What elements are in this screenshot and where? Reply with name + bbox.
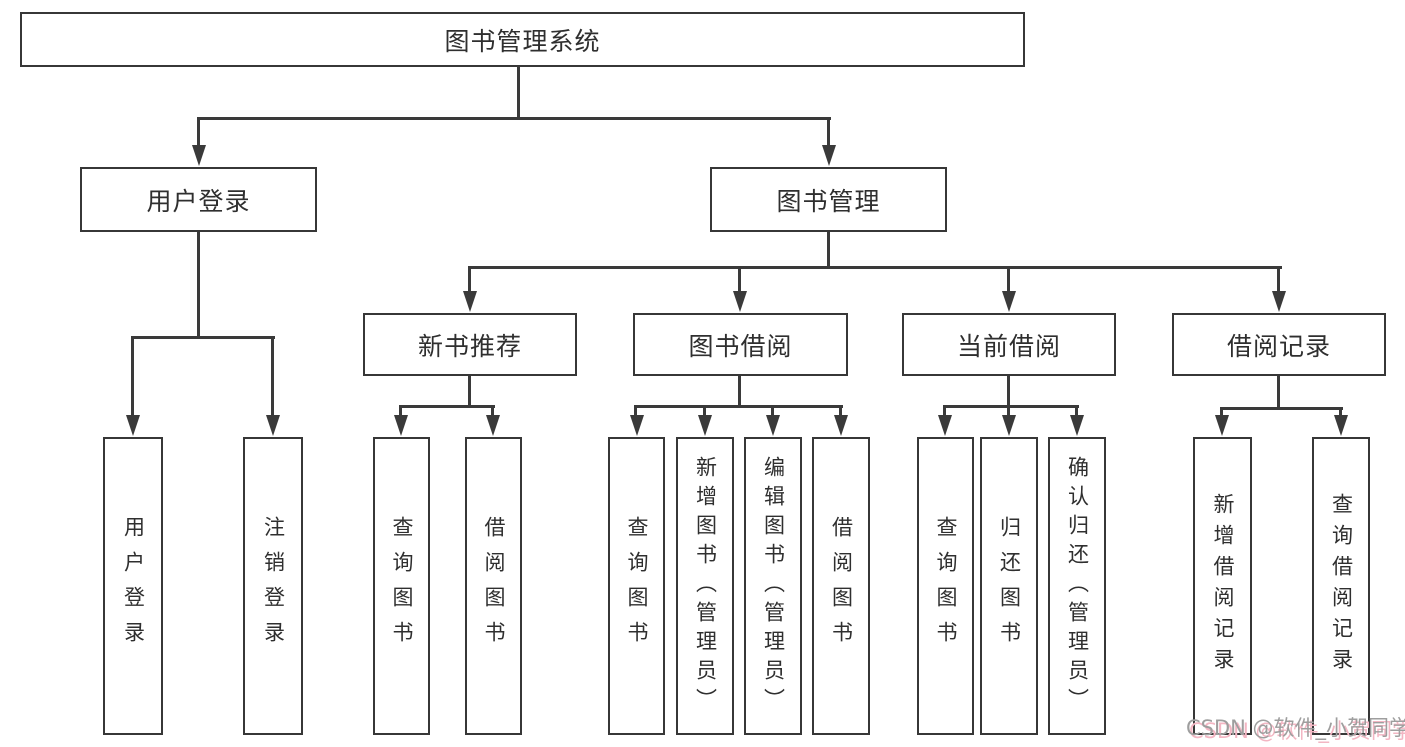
connector-line bbox=[738, 376, 741, 408]
leaf-logout: 注销登录 bbox=[243, 437, 303, 735]
leaf-current-query-books: 查询图书 bbox=[917, 437, 974, 735]
arrowhead-down-icon bbox=[1002, 415, 1016, 436]
arrowhead-down-icon bbox=[1334, 415, 1348, 436]
connector-line bbox=[703, 405, 706, 420]
arrowhead-down-icon bbox=[630, 415, 644, 436]
leaf-borrow-borrow-books: 借阅图书 bbox=[812, 437, 870, 735]
arrowhead-down-icon bbox=[192, 145, 206, 166]
arrowhead-down-icon bbox=[938, 415, 952, 436]
connector-line bbox=[943, 405, 946, 420]
connector-line bbox=[491, 405, 494, 420]
node-new-book-recommend: 新书推荐 bbox=[363, 313, 577, 376]
arrowhead-down-icon bbox=[1070, 415, 1084, 436]
arrowhead-down-icon bbox=[486, 415, 500, 436]
leaf-records-query-record: 查询借阅记录 bbox=[1312, 437, 1370, 735]
arrowhead-down-icon bbox=[126, 415, 140, 436]
connector-line bbox=[131, 336, 275, 339]
connector-line bbox=[468, 376, 471, 408]
connector-line bbox=[634, 405, 843, 408]
connector-line bbox=[1007, 376, 1010, 408]
connector-line bbox=[271, 336, 274, 420]
leaf-records-add-record: 新增借阅记录 bbox=[1193, 437, 1252, 735]
connector-line bbox=[771, 405, 774, 420]
node-current-borrow: 当前借阅 bbox=[902, 313, 1116, 376]
leaf-borrow-edit-books-admin: 编辑图书（管理员） bbox=[744, 437, 802, 735]
arrowhead-down-icon bbox=[766, 415, 780, 436]
node-borrow-records: 借阅记录 bbox=[1172, 313, 1386, 376]
arrowhead-down-icon bbox=[463, 291, 477, 312]
connector-line bbox=[517, 66, 520, 120]
arrowhead-down-icon bbox=[1215, 415, 1229, 436]
connector-line bbox=[1339, 407, 1342, 420]
arrowhead-down-icon bbox=[1002, 291, 1016, 312]
connector-line bbox=[131, 336, 134, 420]
arrowhead-down-icon bbox=[834, 415, 848, 436]
connector-line bbox=[399, 405, 495, 408]
leaf-borrow-add-books-admin: 新增图书（管理员） bbox=[676, 437, 734, 735]
csdn-watermark: CSDN @软件_小贺同学 bbox=[1186, 716, 1405, 740]
leaf-recommend-query-books: 查询图书 bbox=[373, 437, 430, 735]
connector-line bbox=[827, 232, 830, 269]
leaf-current-return-books: 归还图书 bbox=[980, 437, 1038, 735]
connector-line bbox=[738, 266, 741, 295]
connector-line bbox=[399, 405, 402, 420]
connector-line bbox=[468, 266, 1282, 269]
connector-line bbox=[1277, 266, 1280, 295]
leaf-current-confirm-return-admin: 确认归还（管理员） bbox=[1048, 437, 1106, 735]
arrowhead-down-icon bbox=[1272, 291, 1286, 312]
arrowhead-down-icon bbox=[822, 145, 836, 166]
connector-line bbox=[1007, 266, 1010, 295]
connector-line bbox=[197, 232, 200, 339]
connector-line bbox=[827, 117, 830, 150]
connector-line bbox=[1220, 407, 1223, 420]
node-book-management: 图书管理 bbox=[710, 167, 947, 232]
connector-line bbox=[1220, 407, 1343, 410]
node-user-login: 用户登录 bbox=[80, 167, 317, 232]
connector-line bbox=[468, 266, 471, 295]
arrowhead-down-icon bbox=[733, 291, 747, 312]
arrowhead-down-icon bbox=[266, 415, 280, 436]
connector-line bbox=[1007, 405, 1010, 420]
connector-line bbox=[943, 405, 1079, 408]
leaf-recommend-borrow-books: 借阅图书 bbox=[465, 437, 522, 735]
arrowhead-down-icon bbox=[394, 415, 408, 436]
connector-line bbox=[634, 405, 637, 420]
connector-line bbox=[197, 117, 200, 150]
leaf-user-login: 用户登录 bbox=[103, 437, 163, 735]
node-root: 图书管理系统 bbox=[20, 12, 1025, 67]
leaf-borrow-query-books: 查询图书 bbox=[608, 437, 665, 735]
node-book-borrow: 图书借阅 bbox=[633, 313, 848, 376]
connector-line bbox=[197, 117, 831, 120]
connector-line bbox=[1277, 376, 1280, 410]
connector-line bbox=[1075, 405, 1078, 420]
arrowhead-down-icon bbox=[698, 415, 712, 436]
connector-line bbox=[839, 405, 842, 420]
